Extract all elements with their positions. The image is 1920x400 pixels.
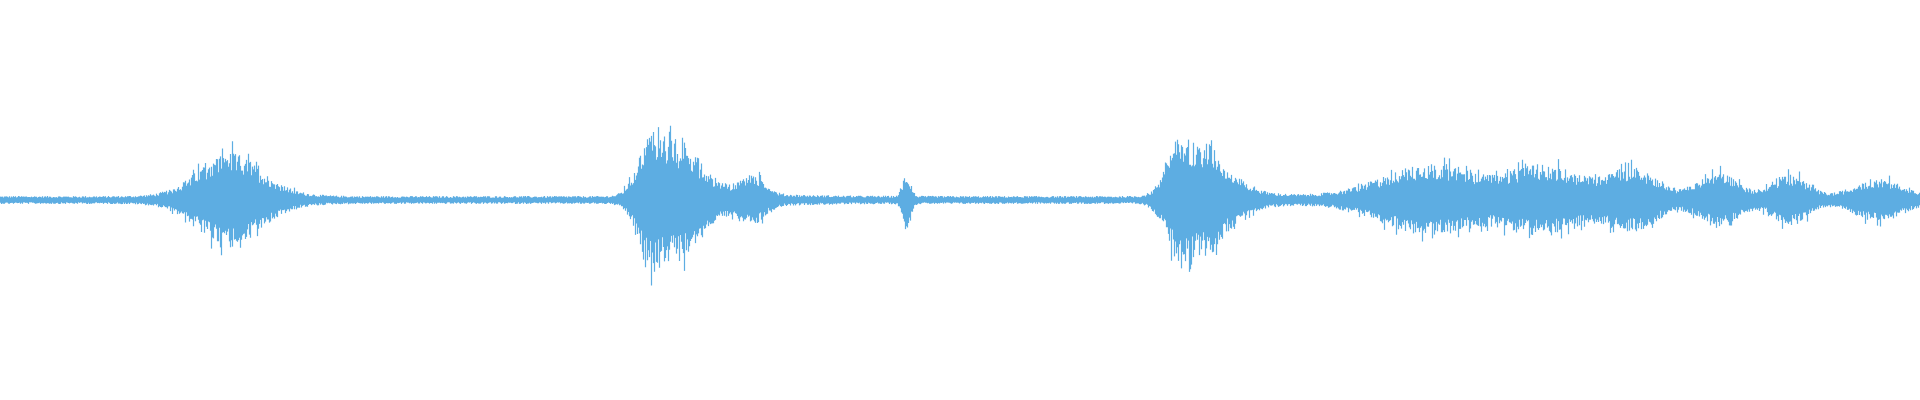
waveform-trace — [0, 125, 1920, 286]
